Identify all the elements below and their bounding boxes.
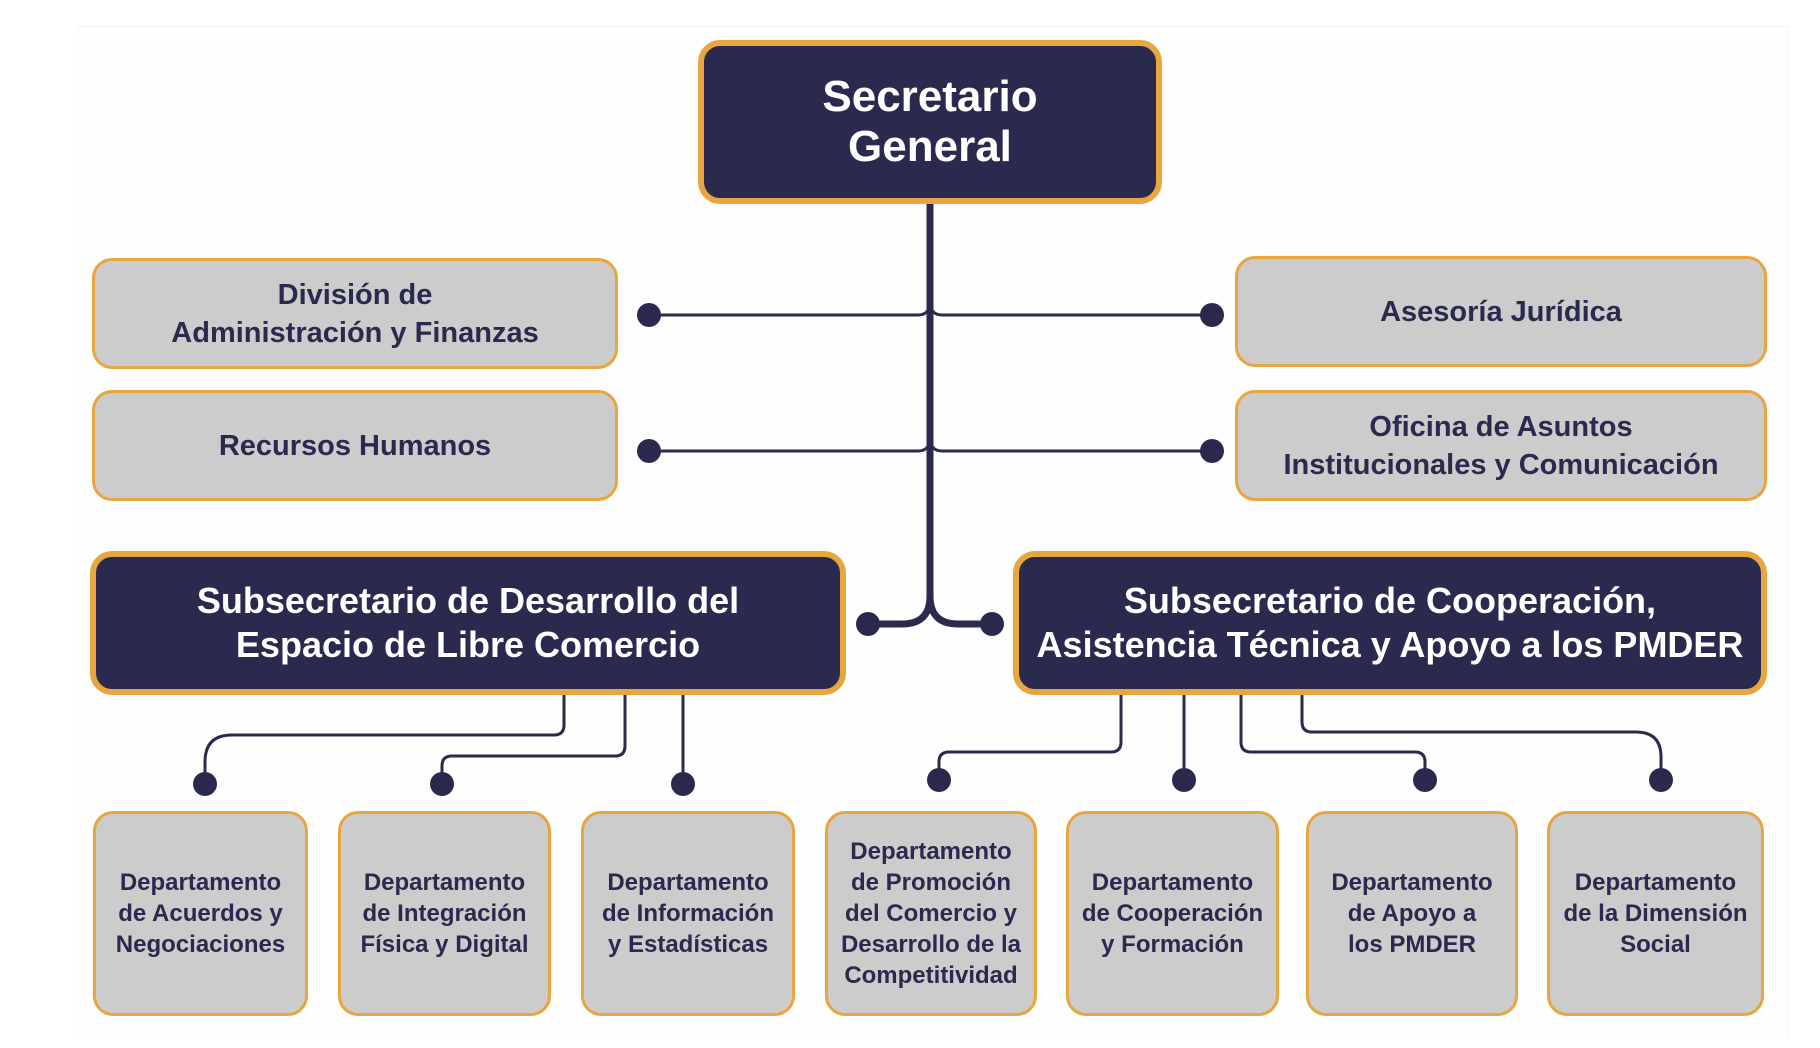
staff-line-oficina — [928, 439, 1214, 453]
connector-dot — [1200, 303, 1224, 327]
connector-dot — [671, 772, 695, 796]
node-division-administracion-finanzas: División de Administración y Finanzas — [92, 258, 618, 369]
node-dept-apoyo-pmder: Departamento de Apoyo a los PMDER — [1306, 811, 1518, 1016]
staff-line-rrhh — [647, 439, 932, 453]
staff-line-juridica — [928, 303, 1214, 317]
connector-dot — [430, 772, 454, 796]
connector-dot — [1413, 768, 1437, 792]
drop-line-dept-6 — [1239, 691, 1427, 782]
node-dept-acuerdos-negociaciones: Departamento de Acuerdos y Negociaciones — [93, 811, 308, 1016]
node-dept-informacion-estadisticas: Departamento de Información y Estadístic… — [581, 811, 795, 1016]
node-oficina-asuntos-institucionales: Oficina de Asuntos Institucionales y Com… — [1235, 390, 1767, 501]
node-dept-dimension-social: Departamento de la Dimensión Social — [1547, 811, 1764, 1016]
connector-dot — [637, 303, 661, 327]
connector-dot — [980, 612, 1004, 636]
node-dept-promocion-comercio: Departamento de Promoción del Comercio y… — [825, 811, 1037, 1016]
connector-dot — [856, 612, 880, 636]
connector-dot — [637, 439, 661, 463]
connector-dot — [927, 768, 951, 792]
drop-line-dept-7 — [1300, 691, 1663, 782]
node-asesoria-juridica: Asesoría Jurídica — [1235, 256, 1767, 367]
node-recursos-humanos: Recursos Humanos — [92, 390, 618, 501]
fork-right-line — [926, 592, 996, 628]
connector-dot — [193, 772, 217, 796]
drop-line-dept-1 — [203, 693, 566, 786]
node-subsecretario-cooperacion: Subsecretario de Cooperación, Asistencia… — [1013, 551, 1767, 695]
drop-line-dept-4 — [937, 691, 1123, 782]
connector-dot — [1649, 768, 1673, 792]
node-subsecretario-libre-comercio: Subsecretario de Desarrollo del Espacio … — [90, 551, 846, 695]
node-dept-cooperacion-formacion: Departamento de Cooperación y Formación — [1066, 811, 1279, 1016]
staff-line-finanzas — [647, 303, 932, 317]
connector-dot — [1172, 768, 1196, 792]
drop-line-dept-2 — [440, 693, 627, 786]
node-secretario-general: Secretario General — [698, 40, 1162, 204]
node-dept-integracion-fisica-digital: Departamento de Integración Física y Dig… — [338, 811, 551, 1016]
connector-dot — [1200, 439, 1224, 463]
